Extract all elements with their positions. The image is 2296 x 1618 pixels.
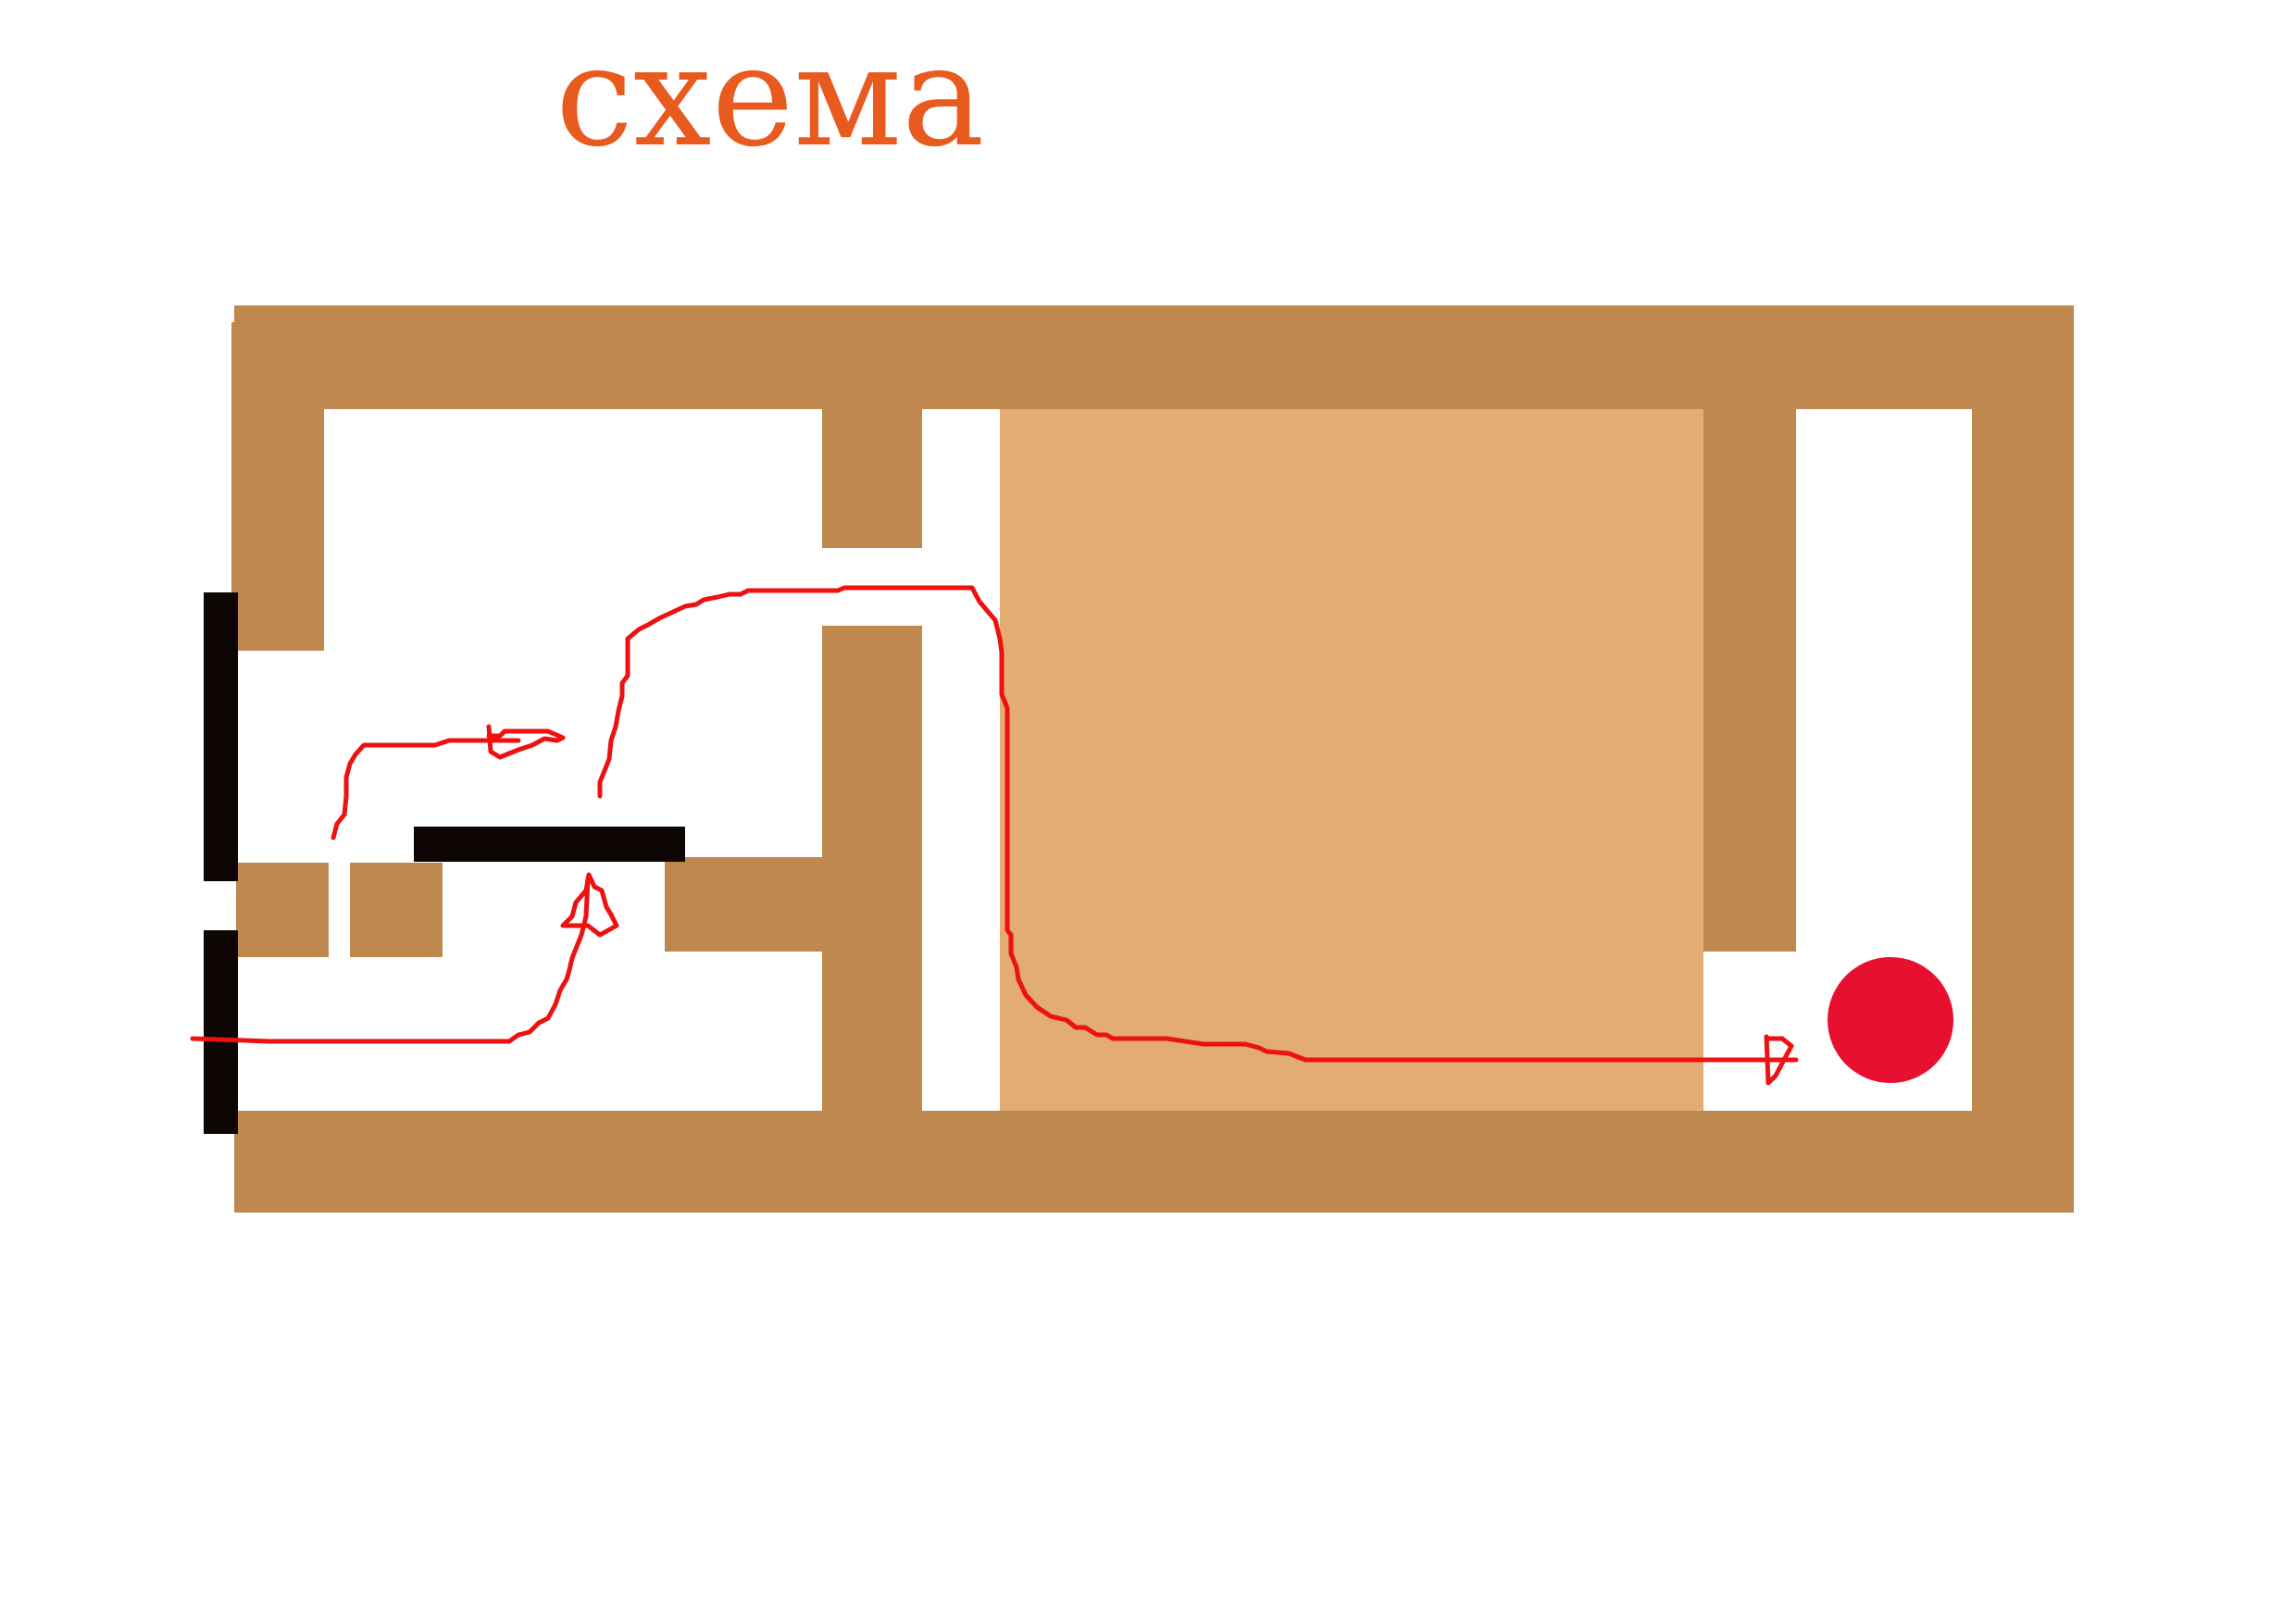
wall-right <box>1972 305 2074 1213</box>
wall-stub-left <box>236 863 329 957</box>
doors <box>204 592 685 1134</box>
route-arrow-up <box>560 872 619 938</box>
walls <box>231 305 2074 1213</box>
route-upper-left-path <box>331 738 521 840</box>
door-inner <box>414 827 685 862</box>
route-main-path <box>597 585 1799 1063</box>
route-arrow-target <box>1764 1034 1794 1086</box>
wall-partition-b <box>1703 407 1796 952</box>
wall-stub-right <box>665 857 824 952</box>
wall-bottom <box>234 1111 2074 1213</box>
diagram-title: схема <box>555 17 985 178</box>
wall-partition-a-bottom <box>822 626 922 1113</box>
shaded-room-fill <box>1000 407 1703 1113</box>
route-arrow-right <box>486 724 566 760</box>
door-left-upper <box>204 592 238 881</box>
route-entry-path <box>190 877 591 1044</box>
target-marker <box>1828 957 1953 1083</box>
wall-top <box>234 305 2074 409</box>
wall-stub-middle <box>350 863 443 957</box>
wall-partition-a-top <box>822 407 922 548</box>
door-left-lower <box>204 930 238 1134</box>
wall-left-upper <box>231 322 324 651</box>
route-paths <box>190 585 1799 1086</box>
